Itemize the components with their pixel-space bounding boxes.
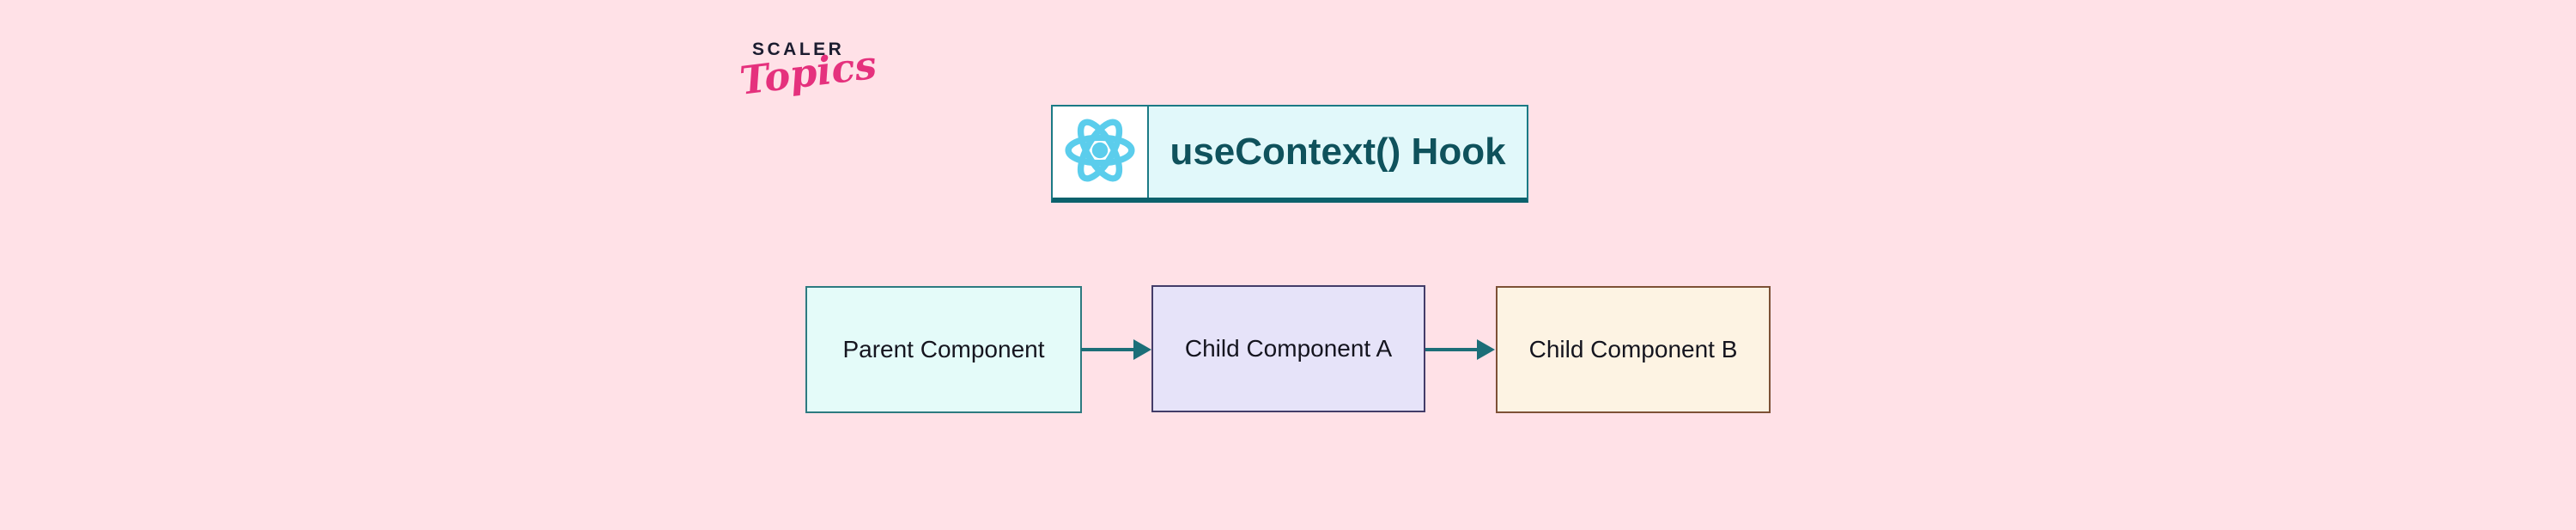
scaler-topics-logo: SCALER Topics <box>738 40 886 104</box>
arrow-child-a-to-child-b-head-icon <box>1477 339 1495 360</box>
banner-title: useContext() Hook <box>1170 131 1506 173</box>
arrow-child-a-to-child-b-line <box>1425 348 1479 351</box>
node-child-component-a: Child Component A <box>1151 285 1425 412</box>
node-parent-component: Parent Component <box>805 286 1082 413</box>
scaler-brand-text: SCALER <box>752 40 845 59</box>
node-child-component-b: Child Component B <box>1496 286 1771 413</box>
react-logo-icon <box>1063 113 1137 192</box>
banner-icon-cell <box>1053 107 1149 198</box>
arrow-parent-to-child-a-line <box>1081 348 1136 351</box>
title-banner: useContext() Hook <box>1051 105 1528 203</box>
arrow-parent-to-child-a-head-icon <box>1133 339 1151 360</box>
